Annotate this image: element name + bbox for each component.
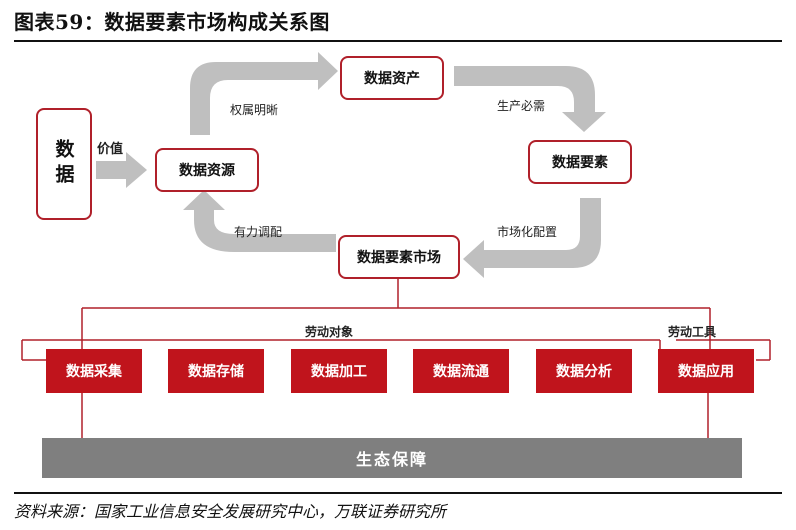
- group-label-labor-tool: 劳动工具: [668, 325, 717, 339]
- edge-label-ownership: 权属明晰: [230, 103, 279, 117]
- element-to-market-arrow: [463, 198, 601, 278]
- data-source-node: 数据: [36, 108, 92, 220]
- edge-label-market-allocation: 市场化配置: [497, 225, 558, 239]
- data-element-node: 数据要素: [528, 140, 632, 184]
- value-arrow: [96, 152, 147, 188]
- value-label: 价值: [97, 142, 124, 157]
- figure-title: 图表59：数据要素市场构成关系图: [14, 10, 330, 34]
- ecosystem-bar: 生态保障: [42, 438, 742, 478]
- resource-to-asset-arrow: [190, 52, 338, 135]
- bottom-rule: [14, 492, 782, 494]
- process-process: 数据加工: [291, 349, 387, 393]
- edge-label-production: 生产必需: [497, 99, 546, 113]
- market-to-resource-arrow: [183, 190, 336, 252]
- asset-to-element-arrow: [454, 66, 606, 132]
- data-resource-node: 数据资源: [155, 148, 259, 192]
- source-note: 资料来源：国家工业信息安全发展研究中心，万联证券研究所: [14, 502, 447, 521]
- process-apply: 数据应用: [658, 349, 754, 393]
- process-tree-lines: [21, 279, 771, 438]
- edge-label-allocation: 有力调配: [234, 225, 283, 239]
- process-analyze: 数据分析: [536, 349, 632, 393]
- process-collect: 数据采集: [46, 349, 142, 393]
- data-element-market-node: 数据要素市场: [338, 235, 460, 279]
- top-rule: [14, 40, 782, 42]
- process-circulate: 数据流通: [413, 349, 509, 393]
- group-label-labor-object: 劳动对象: [305, 325, 354, 339]
- process-store: 数据存储: [168, 349, 264, 393]
- data-asset-node: 数据资产: [340, 56, 444, 100]
